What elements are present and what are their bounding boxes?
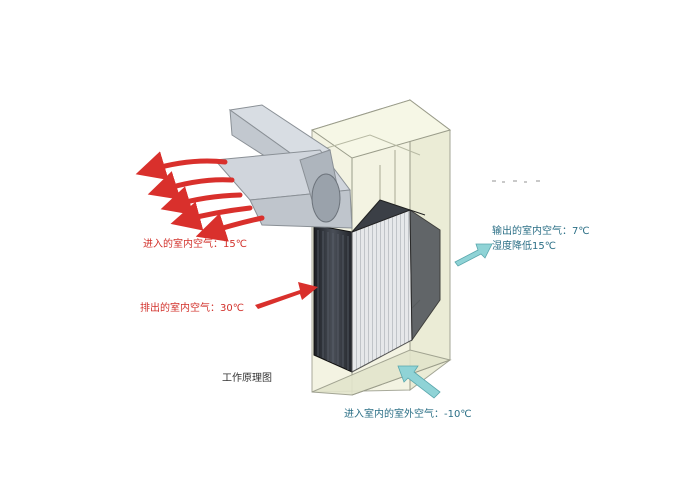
- diagram-caption: 工作原理图: [222, 373, 272, 384]
- hot-air-flow: [135, 151, 265, 242]
- hot-air-arrow-4: [170, 201, 253, 231]
- intake-air-label: 进入的室内空气：15℃: [143, 239, 247, 250]
- heat-exchanger-core: [313, 199, 441, 373]
- hot-air-arrow-3: [160, 186, 243, 216]
- outdoor-air-arrow: [397, 365, 441, 399]
- output-air-label-line2: 湿度降低15℃: [492, 241, 556, 252]
- hot-air-arrow-1: [135, 151, 228, 181]
- output-air-label-line1: 输出的室内空气：7℃: [492, 226, 590, 237]
- hot-air-arrow-5: [195, 213, 265, 242]
- output-air-arrow: [454, 243, 493, 267]
- intake-duct: [213, 104, 353, 229]
- faint-marks: [492, 180, 540, 183]
- exhaust-arrow: [255, 282, 318, 309]
- exhaust-air-label: 排出的室内空气：30℃: [140, 303, 244, 314]
- outdoor-air-label: 进入室内的室外空气：-10℃: [344, 409, 472, 420]
- hot-air-arrow-2: [147, 171, 235, 200]
